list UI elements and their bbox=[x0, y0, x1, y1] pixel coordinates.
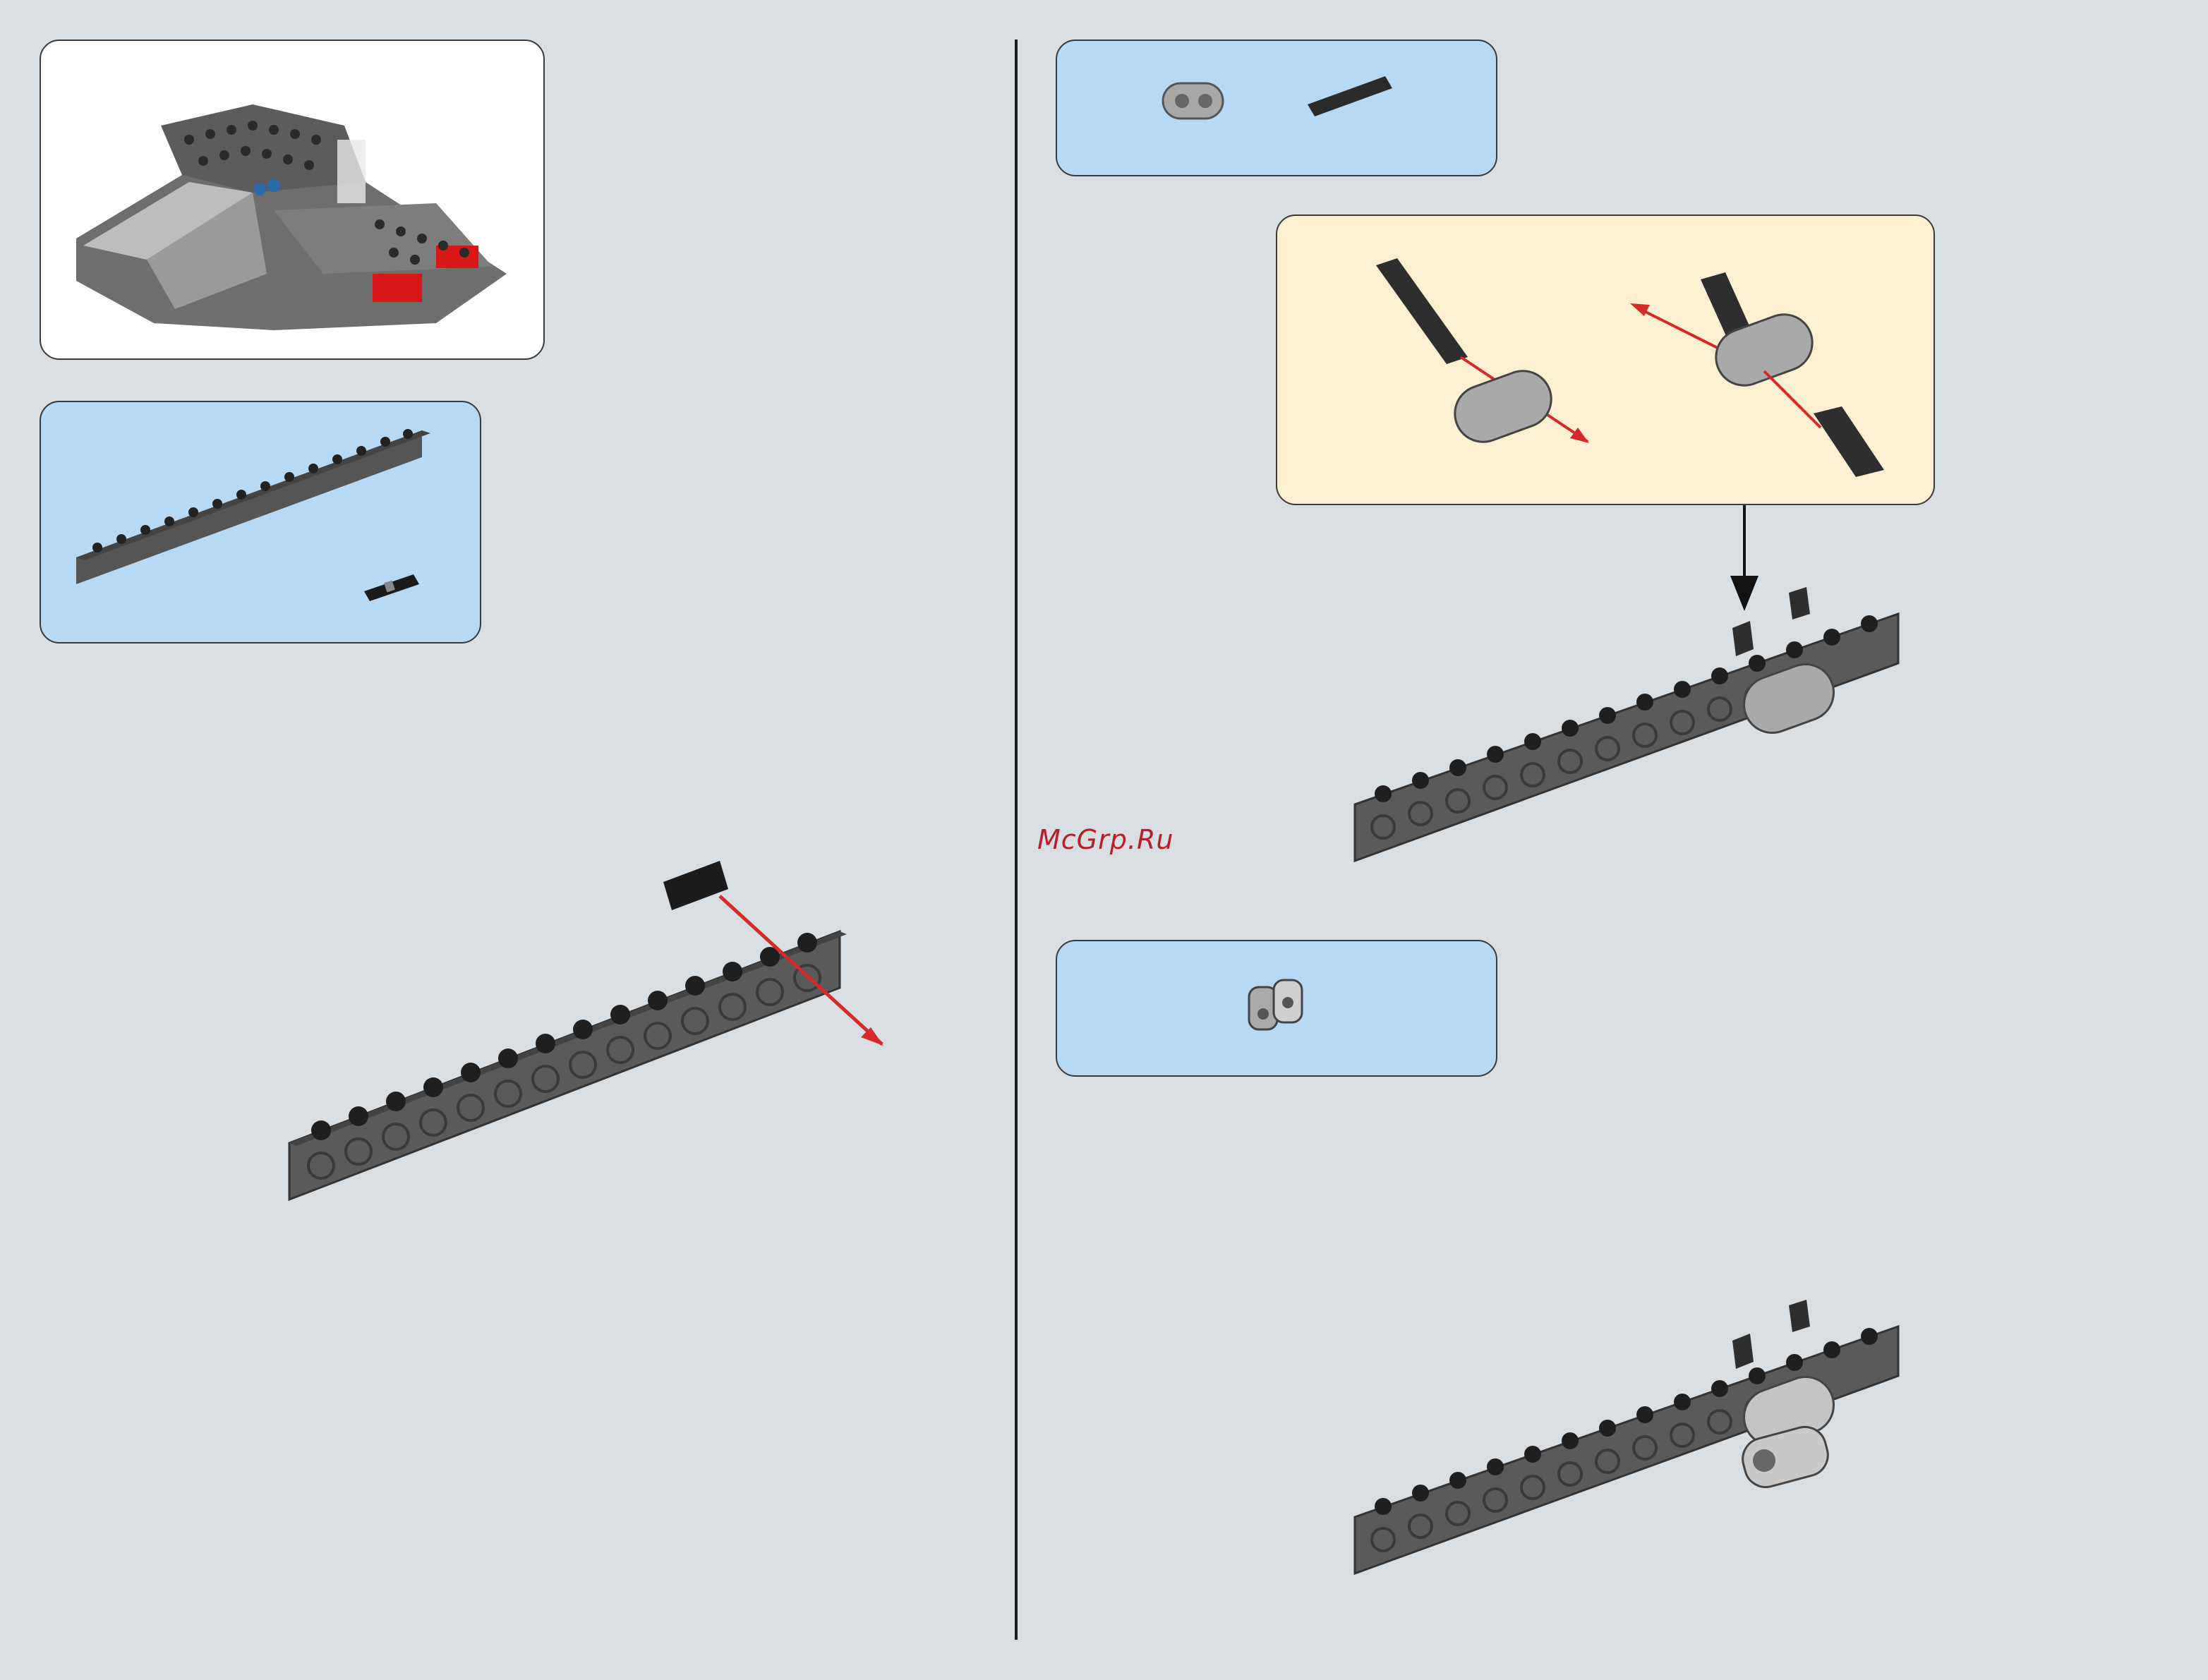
axle-pin-into-beam-right-icon bbox=[1609, 258, 1905, 484]
sub-assembly-callout-panel bbox=[1276, 214, 1935, 505]
parts-list-panel-right-bottom bbox=[1056, 940, 1497, 1077]
technic-beam-2-light-gray-icon bbox=[1159, 76, 1230, 126]
technic-axle-pin-connector-light-gray-icon bbox=[1242, 973, 1313, 1044]
step-right-brick-with-connector-icon bbox=[1348, 1291, 1926, 1588]
step-right-brick-with-beam-icon bbox=[1348, 579, 1926, 875]
model-preview-icon bbox=[41, 41, 546, 361]
step-left-brick-with-pin-icon bbox=[282, 861, 917, 1228]
parts-list-panel-right-top bbox=[1056, 40, 1497, 176]
technic-pin-black-icon bbox=[364, 574, 421, 603]
page-divider bbox=[1015, 40, 1018, 1640]
technic-brick-1x14-icon bbox=[41, 402, 483, 645]
watermark-text: McGrp.Ru bbox=[1037, 824, 1174, 855]
axle-pin-into-beam-left-icon bbox=[1362, 258, 1644, 470]
technic-axle-pin-black-icon bbox=[1304, 73, 1396, 122]
parts-list-panel-left bbox=[40, 401, 481, 643]
model-preview-panel bbox=[40, 40, 545, 360]
